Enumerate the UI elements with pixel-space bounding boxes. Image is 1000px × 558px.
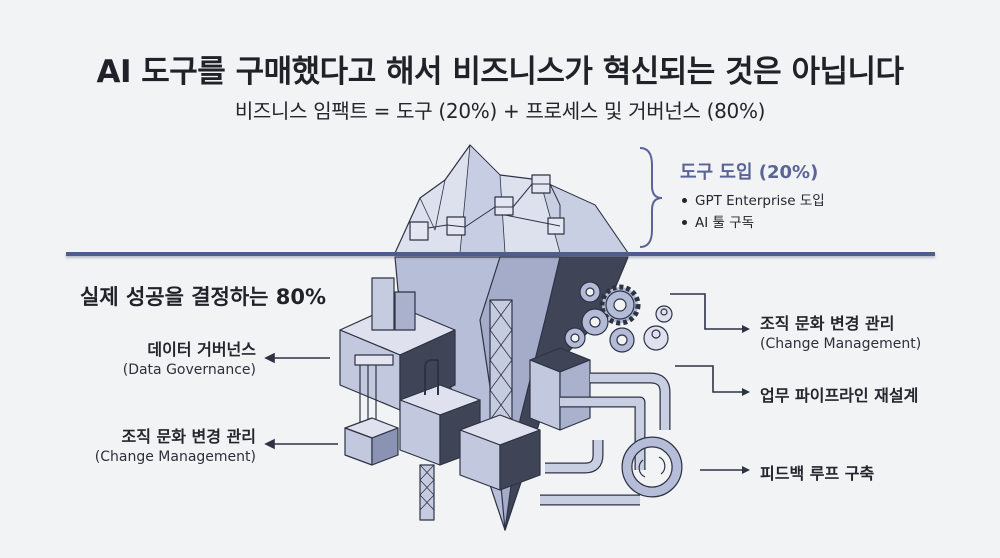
tool-item: AI 툴 구독 xyxy=(680,212,825,234)
page-subtitle: 비즈니스 임팩트 = 도구 (20%) + 프로세스 및 거버넌스 (80%) xyxy=(234,99,766,123)
left-arrows xyxy=(264,352,338,450)
tool-adoption-title: 도구 도입 (20%) xyxy=(680,162,819,183)
bullet-icon xyxy=(682,219,687,225)
label-data-governance: 데이터 거버넌스 (Data Governance) xyxy=(122,340,256,378)
tool-item: GPT Enterprise 도입 xyxy=(680,190,825,212)
process-pipeline-blocks xyxy=(529,347,671,506)
label-pipeline-redesign: 업무 파이프라인 재설계 xyxy=(760,386,919,405)
feedback-loop-icon xyxy=(621,436,683,498)
right-arrows xyxy=(670,293,744,471)
waterline-divider xyxy=(66,252,935,256)
tool-adoption-block: 도구 도입 (20%) GPT Enterprise 도입 AI 툴 구독 xyxy=(680,158,825,234)
label-change-management-left: 조직 문화 변경 관리 (Change Management) xyxy=(94,427,256,465)
iceberg-tip xyxy=(394,144,629,254)
page-title: AI 도구를 구매했다고 해서 비즈니스가 혁신되는 것은 아닙니다 xyxy=(96,54,904,90)
label-feedback-loop: 피드백 루프 구축 xyxy=(760,464,875,483)
data-infrastructure-blocks xyxy=(339,277,541,521)
brace-icon xyxy=(639,147,663,248)
success-factors-title: 실제 성공을 결정하는 80% xyxy=(80,285,327,309)
bullet-icon xyxy=(682,197,687,203)
gear-icons xyxy=(564,281,673,353)
label-change-management-right: 조직 문화 변경 관리 (Change Management) xyxy=(760,314,922,352)
